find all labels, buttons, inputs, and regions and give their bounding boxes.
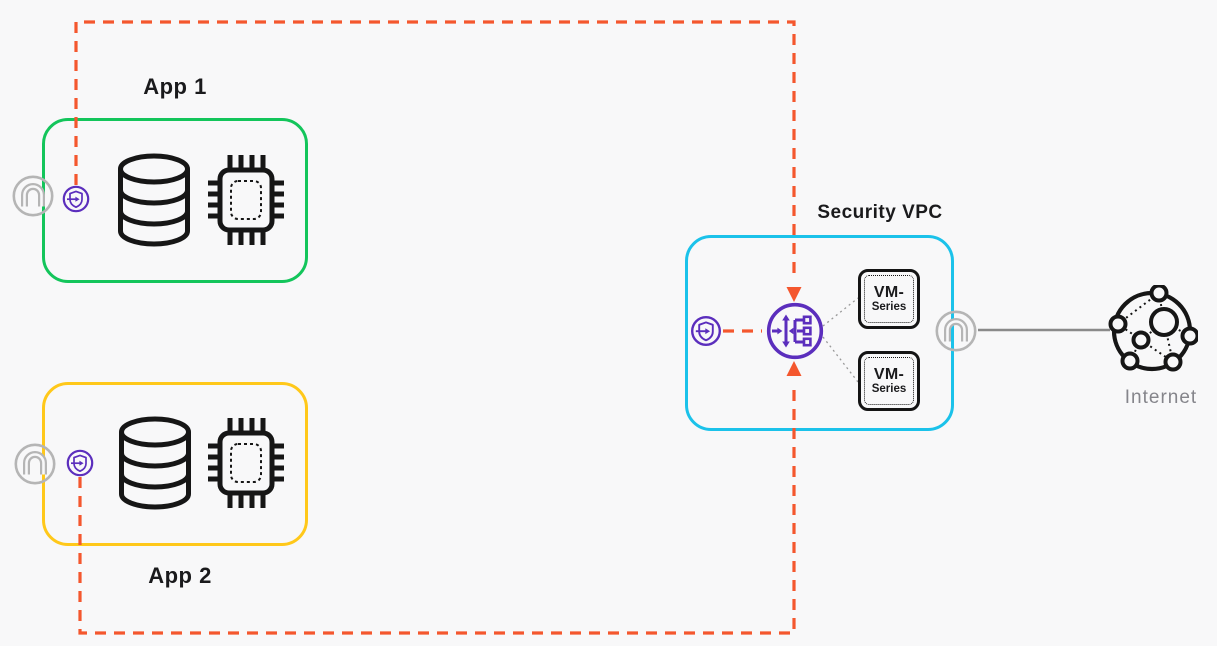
vm-series-2-label-line1: VM- <box>873 365 905 383</box>
app2-label: App 2 <box>148 563 212 588</box>
vm-series-2-label-line2: Series <box>871 382 907 395</box>
security-vpc-label: Security VPC <box>817 202 943 223</box>
vm-series-1-label-line1: VM- <box>873 283 905 301</box>
internet-globe-icon <box>1106 285 1198 377</box>
security-vpc-box <box>685 235 954 431</box>
app1-cpu-chip-icon <box>206 153 286 247</box>
app1-gwlb-endpoint-icon <box>62 185 90 213</box>
security-internet-gateway-icon <box>934 309 978 353</box>
app1-database-icon <box>116 152 192 248</box>
app2-gateway-icon <box>13 442 57 486</box>
app1-gateway-icon <box>11 174 55 218</box>
app1-label: App 1 <box>143 74 207 99</box>
vm-series-firewall-1: VM- Series <box>858 269 920 329</box>
app2-gwlb-endpoint-icon <box>66 449 94 477</box>
app2-cpu-chip-icon <box>206 416 286 510</box>
app2-database-icon <box>117 415 193 511</box>
vm-series-1-label-line2: Series <box>871 300 907 313</box>
vm-series-1-inner: VM- Series <box>864 275 914 323</box>
security-gwlb-endpoint-icon <box>690 315 722 347</box>
internet-label: Internet <box>1124 387 1198 408</box>
vm-series-firewall-2: VM- Series <box>858 351 920 411</box>
gateway-load-balancer-icon <box>765 301 825 361</box>
vm-series-2-inner: VM- Series <box>864 357 914 405</box>
